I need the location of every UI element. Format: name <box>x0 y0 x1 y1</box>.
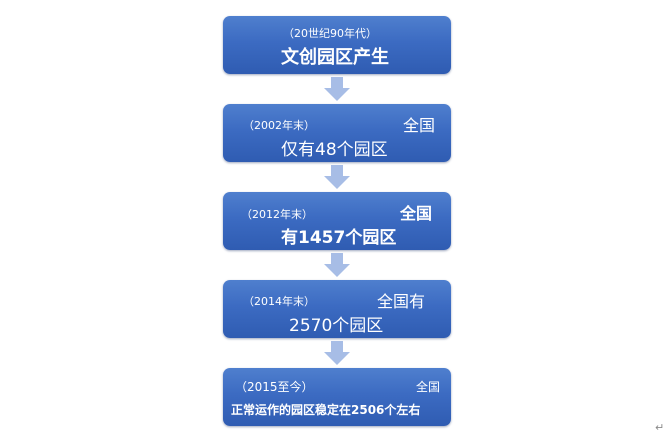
flow-step-2014: （2014年末） 全国有 2570个园区 <box>223 280 451 338</box>
step-text: 正常运作的园区稳定在2506个左右 <box>231 403 421 417</box>
flow-step-1990s: （20世纪90年代） 文创园区产生 <box>223 16 451 74</box>
step-text: 有1457个园区 <box>281 228 397 248</box>
step-text: 文创园区产生 <box>281 47 389 68</box>
flow-step-2015: （2015至今） 全国 正常运作的园区稳定在2506个左右 <box>223 368 451 426</box>
paragraph-mark: ↵ <box>655 421 665 434</box>
step-date: （2002年末） <box>243 119 315 132</box>
down-arrow-icon <box>324 341 350 365</box>
step-date: （2012年末） <box>241 208 313 221</box>
step-text: 仅有48个园区 <box>281 140 388 160</box>
down-arrow-icon <box>324 253 350 277</box>
step-date: （20世纪90年代） <box>283 27 377 40</box>
flow-step-2012: （2012年末） 全国 有1457个园区 <box>223 192 451 250</box>
step-date: （2014年末） <box>243 295 315 308</box>
step-region: 全国 <box>403 116 436 135</box>
flow-step-2002: （2002年末） 全国 仅有48个园区 <box>223 104 451 162</box>
down-arrow-icon <box>324 77 350 101</box>
step-region: 全国 <box>400 204 433 223</box>
down-arrow-icon <box>324 165 350 189</box>
step-region: 全国有 <box>377 292 426 311</box>
step-text: 2570个园区 <box>289 316 384 336</box>
step-region: 全国 <box>416 380 441 394</box>
step-date: （2015至今） <box>235 380 314 394</box>
